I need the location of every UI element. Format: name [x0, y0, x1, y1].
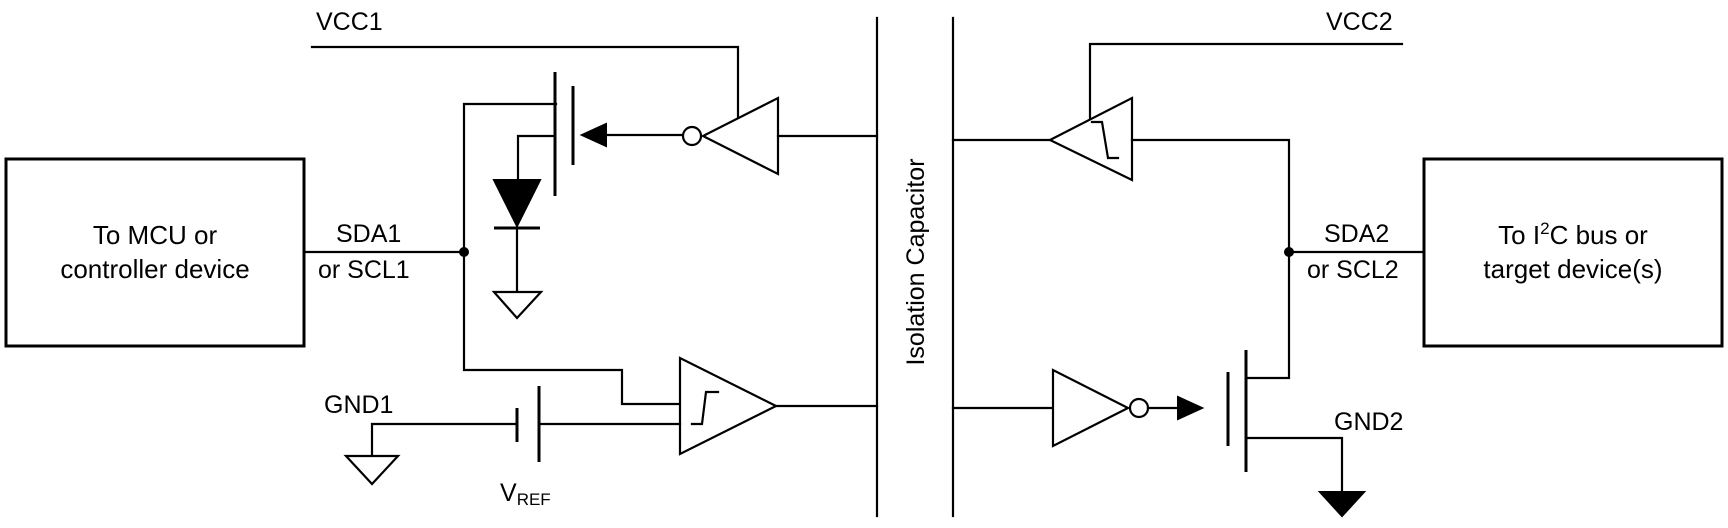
isolation-capacitor-label: Isolation Capacitor	[902, 158, 930, 365]
side1-circuit: VCC1 SDA1 or SCL1	[302, 8, 879, 509]
side1-output-driver	[681, 96, 879, 176]
sda2-label: SDA2	[1324, 220, 1389, 248]
gnd2-ground-icon	[1317, 491, 1367, 518]
i2c-bus-box: To I2C bus or target device(s)	[1422, 157, 1724, 348]
side1-diode	[491, 179, 544, 320]
vcc1-label: VCC1	[316, 8, 383, 36]
gnd1-ground-icon	[343, 454, 401, 486]
gnd2-label: GND2	[1334, 408, 1403, 436]
vcc2-label: VCC2	[1326, 8, 1393, 36]
sda1-label: SDA1	[336, 220, 401, 248]
gnd1-label: GND1	[324, 391, 393, 419]
side1-mosfet	[516, 72, 684, 196]
isolation-barrier: Isolation Capacitor	[875, 16, 955, 518]
side1-diode-ground-icon	[491, 290, 544, 320]
i2c-box-line2: target device(s)	[1483, 254, 1662, 284]
side1-input-comparator	[678, 356, 879, 456]
side2-mosfet	[1226, 350, 1367, 518]
vref-label: VREF	[500, 479, 551, 509]
i2c-box-line1: To I2C bus or	[1498, 219, 1648, 250]
mcu-box-line1: To MCU or	[93, 220, 218, 250]
mcu-box-line2: controller device	[60, 254, 249, 284]
scl2-label: or SCL2	[1307, 256, 1399, 284]
side2-output-driver	[951, 368, 1205, 448]
side2-circuit: VCC2 SDA2 or SCL2 GND2	[951, 8, 1426, 518]
mcu-controller-box: To MCU or controller device	[4, 157, 306, 348]
vref-battery	[515, 386, 682, 462]
scl1-label: or SCL1	[318, 256, 410, 284]
side2-input-buffer	[951, 96, 1291, 380]
